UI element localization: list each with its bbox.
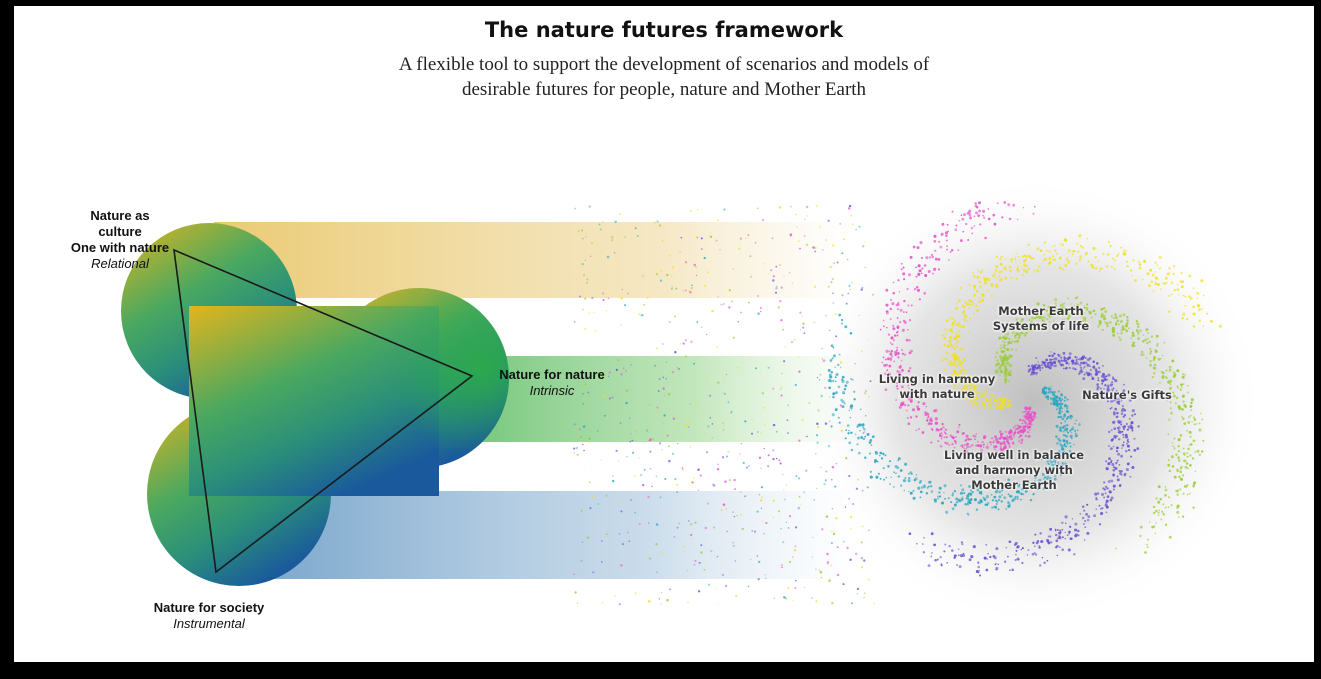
culture-line-3: One with nature: [70, 240, 170, 255]
mother-earth-line-1: Mother Earth: [998, 304, 1084, 318]
framework-diagram: [121, 176, 1264, 626]
label-nature-as-culture: Nature as culture One with nature Relati…: [60, 208, 180, 272]
figure-panel: The nature futures framework A flexible …: [14, 6, 1314, 662]
nature-value-type: Intrinsic: [529, 383, 575, 398]
gifts-line-1: Nature's Gifts: [1082, 388, 1172, 402]
nature-line-1: Nature for nature: [499, 367, 605, 382]
culture-line-2: culture: [98, 224, 142, 239]
flow-band-intrinsic: [444, 356, 864, 442]
label-natures-gifts: Nature's Gifts: [1072, 388, 1182, 403]
harmony-line-2: with nature: [899, 387, 975, 401]
flow-band-relational: [214, 222, 854, 298]
balance-line-1: Living well in balance: [943, 448, 1085, 462]
label-mother-earth: Mother Earth Systems of life: [976, 304, 1106, 334]
culture-value-type: Relational: [91, 256, 149, 271]
value-triangle: [173, 248, 474, 574]
society-line-1: Nature for society: [153, 600, 265, 615]
subtitle-line-1: A flexible tool to support the developme…: [398, 54, 930, 75]
values-blob: [121, 223, 509, 586]
balance-line-2: and harmony with: [955, 463, 1073, 477]
blob-green-highlight: [329, 288, 509, 468]
subtitle-line-2: desirable futures for people, nature and…: [461, 79, 867, 100]
label-nature-for-nature: Nature for nature Intrinsic: [482, 367, 622, 399]
label-living-in-harmony: Living in harmony with nature: [872, 372, 1002, 402]
harmony-line-1: Living in harmony: [878, 372, 996, 386]
mother-earth-line-2: Systems of life: [992, 319, 1090, 333]
figure-title: The nature futures framework: [484, 18, 844, 42]
culture-line-1: Nature as: [90, 208, 150, 223]
flow-band-instrumental: [274, 491, 854, 579]
nature-futures-galaxy: [827, 201, 1222, 577]
label-living-well: Living well in balance and harmony with …: [934, 448, 1094, 493]
society-value-type: Instrumental: [173, 616, 245, 631]
balance-line-3: Mother Earth: [971, 478, 1057, 492]
label-nature-for-society: Nature for society Instrumental: [129, 600, 289, 632]
figure-subtitle: A flexible tool to support the developme…: [14, 52, 1314, 102]
galaxy-haze: [804, 176, 1264, 626]
